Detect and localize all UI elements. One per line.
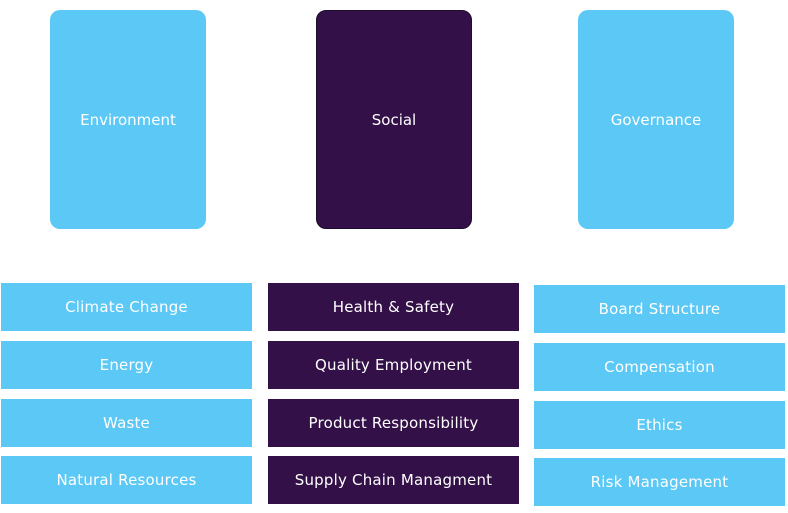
topic-quality-employment: Quality Employment bbox=[268, 341, 519, 389]
topic-supply-chain-management: Supply Chain Managment bbox=[268, 456, 519, 504]
topic-energy: Energy bbox=[1, 341, 252, 389]
topic-label: Risk Management bbox=[590, 473, 729, 491]
topic-compensation: Compensation bbox=[534, 343, 785, 391]
topic-label: Natural Resources bbox=[56, 471, 197, 489]
topic-label: Product Responsibility bbox=[308, 414, 479, 432]
topic-label: Health & Safety bbox=[332, 298, 455, 316]
topic-label: Climate Change bbox=[65, 298, 188, 316]
pillar-social: Social bbox=[316, 10, 472, 229]
topic-health-safety: Health & Safety bbox=[268, 283, 519, 331]
pillar-social-label: Social bbox=[371, 110, 417, 129]
topic-label: Waste bbox=[103, 414, 150, 432]
topic-waste: Waste bbox=[1, 399, 252, 447]
topic-label: Board Structure bbox=[598, 300, 721, 318]
topic-label: Supply Chain Managment bbox=[294, 471, 493, 489]
pillar-environment-label: Environment bbox=[80, 110, 176, 129]
topic-risk-management: Risk Management bbox=[534, 458, 785, 506]
topic-label: Compensation bbox=[604, 358, 715, 376]
pillar-environment: Environment bbox=[50, 10, 206, 229]
topic-board-structure: Board Structure bbox=[534, 285, 785, 333]
topic-ethics: Ethics bbox=[534, 401, 785, 449]
pillar-governance: Governance bbox=[578, 10, 734, 229]
topic-natural-resources: Natural Resources bbox=[1, 456, 252, 504]
topic-label: Quality Employment bbox=[314, 356, 473, 374]
topic-climate-change: Climate Change bbox=[1, 283, 252, 331]
topic-label: Ethics bbox=[636, 416, 683, 434]
topic-product-responsibility: Product Responsibility bbox=[268, 399, 519, 447]
topic-label: Energy bbox=[99, 356, 154, 374]
pillar-governance-label: Governance bbox=[610, 110, 702, 129]
